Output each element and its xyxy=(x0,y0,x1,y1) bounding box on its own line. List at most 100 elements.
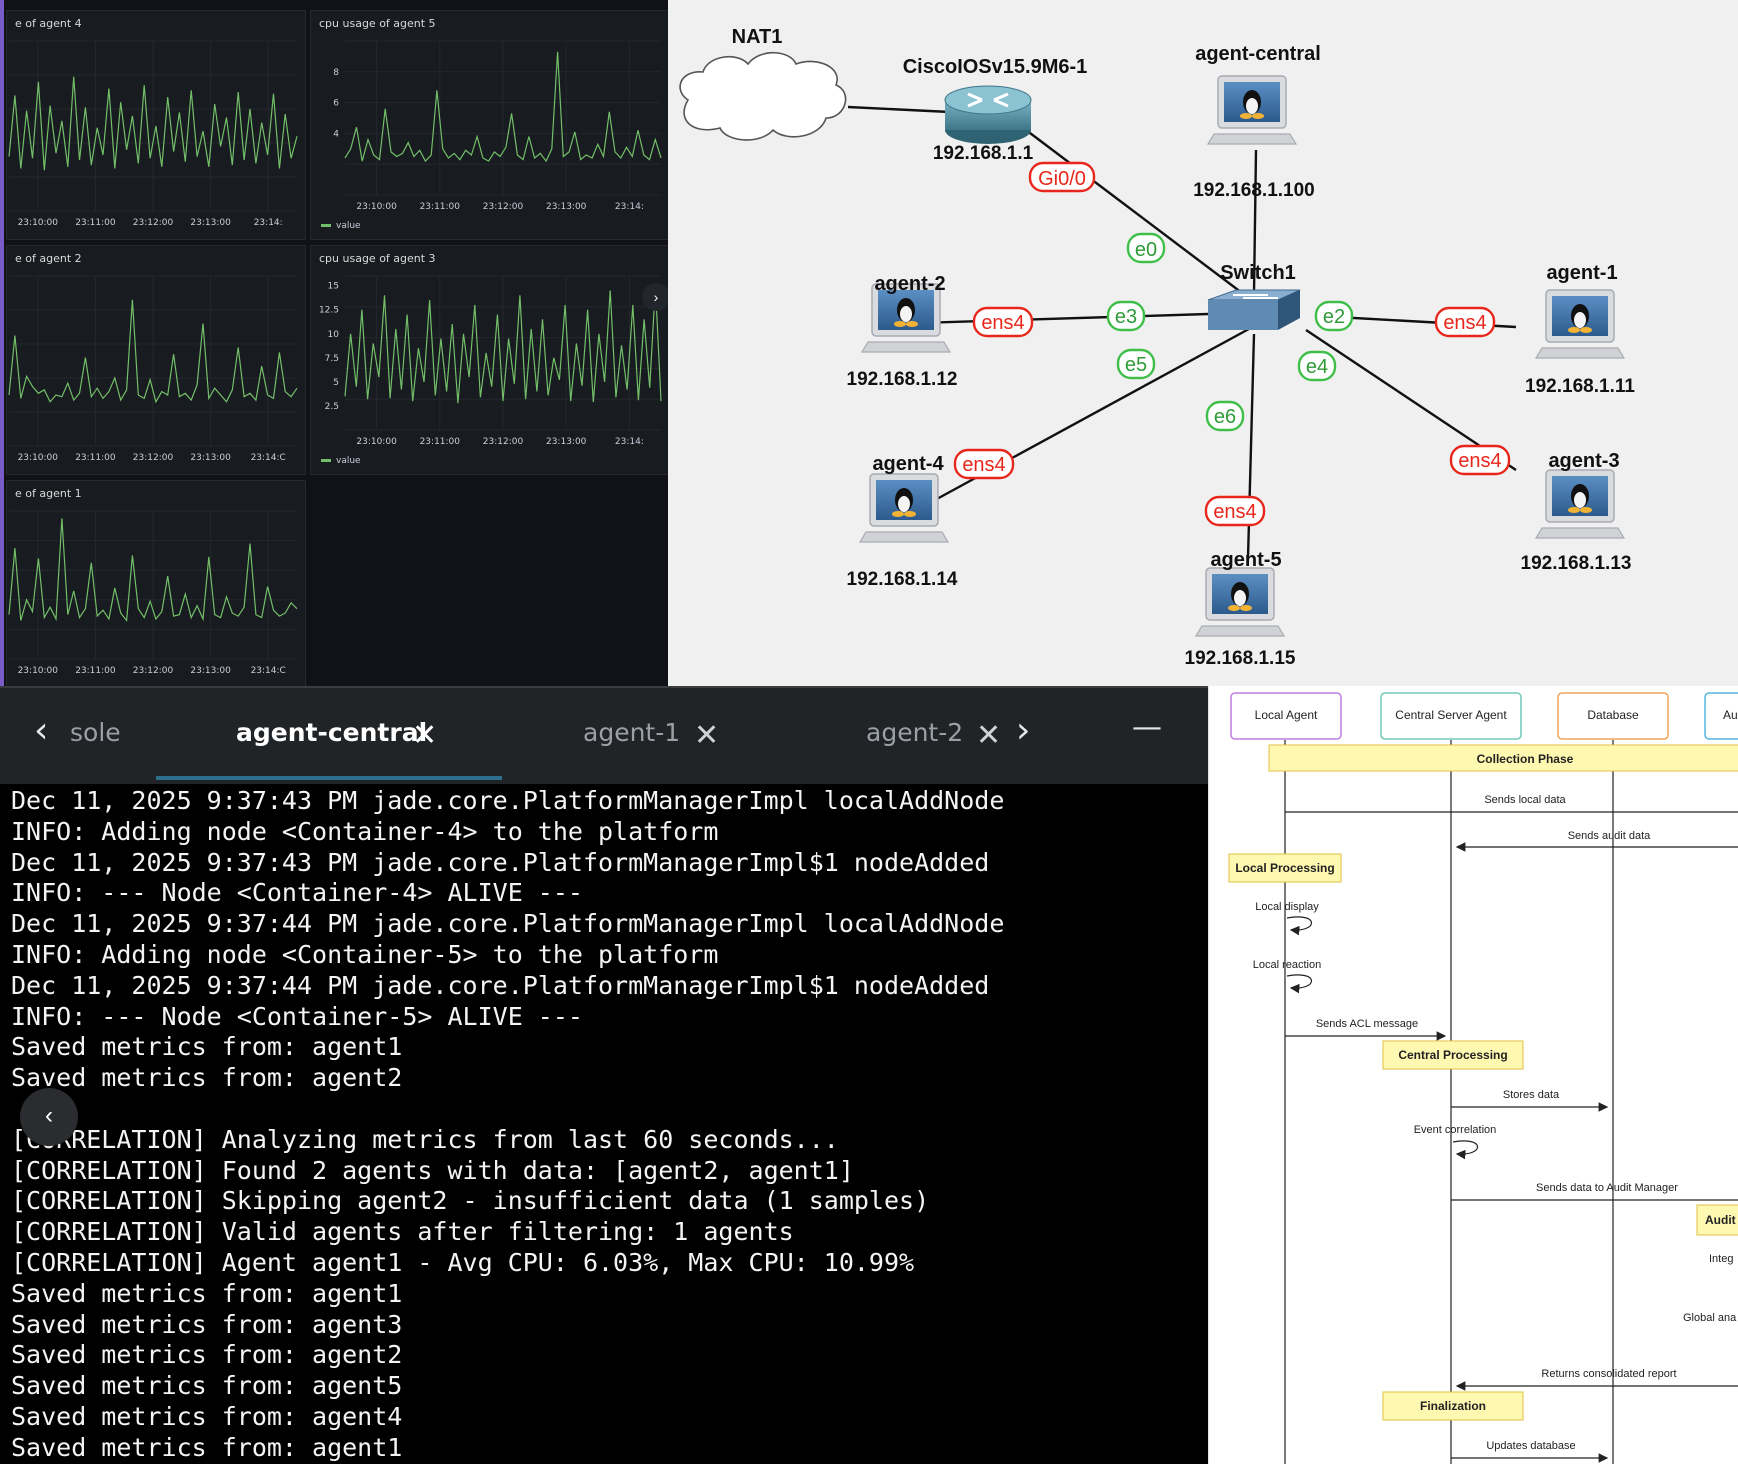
x-tick-label: 23:10:00 xyxy=(18,218,59,228)
router-icon[interactable] xyxy=(944,85,1032,144)
host-name-agent-central: agent-central xyxy=(1195,43,1321,65)
x-tick-label: 23:12:00 xyxy=(483,202,524,212)
cloud-icon[interactable] xyxy=(679,52,847,141)
x-tick-label: 23:13:00 xyxy=(546,437,587,447)
x-tick-label: 23:11:00 xyxy=(420,202,461,212)
svg-text:Central Server Agent: Central Server Agent xyxy=(1395,708,1507,722)
tab-console[interactable]: sole xyxy=(70,718,121,747)
terminal-window[interactable]: ‹ sole agent-central ✕ agent-1 ✕ agent-2… xyxy=(0,686,1208,1464)
x-tick-label: 23:13:00 xyxy=(190,666,231,676)
svg-text:Database: Database xyxy=(1587,708,1639,722)
port-label-ens4-agent-5: ens4 xyxy=(1204,495,1266,527)
panel-title: cpu usage of agent 3 xyxy=(319,252,436,265)
switch-icon[interactable] xyxy=(1207,289,1301,330)
x-tick-label: 23:12:00 xyxy=(133,666,174,676)
port-label-ens4-agent-1: ens4 xyxy=(1434,306,1496,338)
x-tick-label: 23:10:00 xyxy=(356,202,397,212)
host-agent-3[interactable] xyxy=(1535,469,1625,539)
topology-canvas: NAT1 CiscoIOSv15.9M6-1 192.168.1.1 Switc… xyxy=(679,26,1635,669)
panel-title: e of agent 2 xyxy=(15,252,82,265)
participant-central-server-agent[interactable]: Central Server Agent xyxy=(1380,692,1522,740)
switch-name: Switch1 xyxy=(1220,262,1296,284)
host-agent-1[interactable] xyxy=(1535,289,1625,359)
host-name-agent-2: agent-2 xyxy=(874,273,945,295)
sequence-diagram: Local Agent Central Server Agent Databas… xyxy=(1208,686,1738,1464)
msg-local-display: Local display xyxy=(1255,901,1319,913)
svg-text:ens4: ens4 xyxy=(1458,450,1501,472)
legend-swatch xyxy=(321,224,331,227)
close-icon[interactable]: ✕ xyxy=(694,718,720,753)
host-agent-5[interactable] xyxy=(1195,567,1285,637)
msg-sends-acl-message: Sends ACL message xyxy=(1316,1018,1418,1030)
host-agent-central[interactable] xyxy=(1207,75,1297,145)
port-label-ens4-agent-4: ens4 xyxy=(953,448,1015,480)
chart-legend[interactable]: value xyxy=(321,221,361,231)
port-label-e0: e0 xyxy=(1126,232,1166,264)
terminal-output[interactable]: Dec 11, 2025 9:37:43 PM jade.core.Platfo… xyxy=(11,786,1004,1464)
phase-central-processing: Central Processing xyxy=(1382,1040,1524,1070)
phase-audit: Audit xyxy=(1696,1204,1738,1236)
svg-text:Collection Phase: Collection Phase xyxy=(1477,752,1574,766)
svg-text:ens4: ens4 xyxy=(962,454,1005,476)
participant-local-agent[interactable]: Local Agent xyxy=(1230,692,1342,740)
tab-next-chevron-right-icon[interactable]: › xyxy=(1016,710,1031,751)
y-tick-label: 8 xyxy=(333,68,339,78)
svg-text:e3: e3 xyxy=(1115,306,1137,328)
chart-legend[interactable]: value xyxy=(321,456,361,466)
msg-returns-consolidated-report: Returns consolidated report xyxy=(1541,1368,1676,1380)
x-tick-label: 23:11:00 xyxy=(75,218,116,228)
tab-agent-central[interactable]: agent-central xyxy=(236,718,428,747)
legend-swatch xyxy=(321,459,331,462)
terminal-line: INFO: --- Node <Container-4> ALIVE --- xyxy=(11,878,583,908)
y-tick-label: 7.5 xyxy=(325,354,339,364)
minimize-icon[interactable]: — xyxy=(1132,710,1162,745)
terminal-tab-bar: ‹ sole agent-central ✕ agent-1 ✕ agent-2… xyxy=(0,686,1208,784)
svg-text:e0: e0 xyxy=(1135,239,1157,261)
participant-audit[interactable]: Au xyxy=(1704,692,1738,740)
svg-text:Gi0/0: Gi0/0 xyxy=(1038,168,1086,190)
terminal-line: Saved metrics from: agent1 xyxy=(11,1278,403,1308)
legend-label: value xyxy=(336,221,361,231)
host-ip-agent-5: 192.168.1.15 xyxy=(1185,648,1296,669)
tab-agent-2[interactable]: agent-2 xyxy=(866,718,964,747)
svg-text:e2: e2 xyxy=(1323,306,1345,328)
participant-database[interactable]: Database xyxy=(1557,692,1669,740)
terminal-line: [CORRELATION] Skipping agent2 - insuffic… xyxy=(11,1186,930,1216)
back-chevron-left-icon[interactable]: ‹ xyxy=(20,1088,78,1146)
svg-text:Finalization: Finalization xyxy=(1420,1399,1486,1413)
terminal-line: [CORRELATION] Agent agent1 - Avg CPU: 6.… xyxy=(11,1247,915,1277)
x-tick-label: 23:14: xyxy=(254,218,283,228)
close-icon[interactable]: ✕ xyxy=(976,718,1002,753)
x-tick-label: 23:13:00 xyxy=(190,218,231,228)
chevron-right-icon[interactable]: › xyxy=(642,283,668,311)
message-labels: Sends local data Sends audit data Local … xyxy=(1253,794,1737,1452)
terminal-line: INFO: Adding node <Container-5> to the p… xyxy=(11,939,719,969)
cpu-series-line xyxy=(8,299,298,404)
host-agent-4[interactable] xyxy=(859,473,949,543)
tab-prev-chevron-left-icon[interactable]: ‹ xyxy=(34,710,49,751)
svg-text:Audit: Audit xyxy=(1705,1213,1736,1227)
host-name-agent-5: agent-5 xyxy=(1210,549,1281,571)
x-tick-label: 23:13:00 xyxy=(190,453,231,463)
y-tick-label: 10 xyxy=(328,330,340,340)
terminal-line: [CORRELATION] Valid agents after filteri… xyxy=(11,1217,794,1247)
port-label-gi0: Gi0/0 xyxy=(1028,161,1096,193)
legend-label: value xyxy=(336,456,361,466)
x-tick-label: 23:14: xyxy=(615,202,644,212)
port-label-e2: e2 xyxy=(1314,300,1354,332)
close-icon[interactable]: ✕ xyxy=(412,718,438,753)
phase-collection: Collection Phase xyxy=(1268,744,1738,772)
network-topology: NAT1 CiscoIOSv15.9M6-1 192.168.1.1 Switc… xyxy=(668,0,1738,686)
port-label-e6: e6 xyxy=(1205,400,1245,432)
cpu-series-line xyxy=(344,51,662,163)
tab-agent-1[interactable]: agent-1 xyxy=(583,718,681,747)
